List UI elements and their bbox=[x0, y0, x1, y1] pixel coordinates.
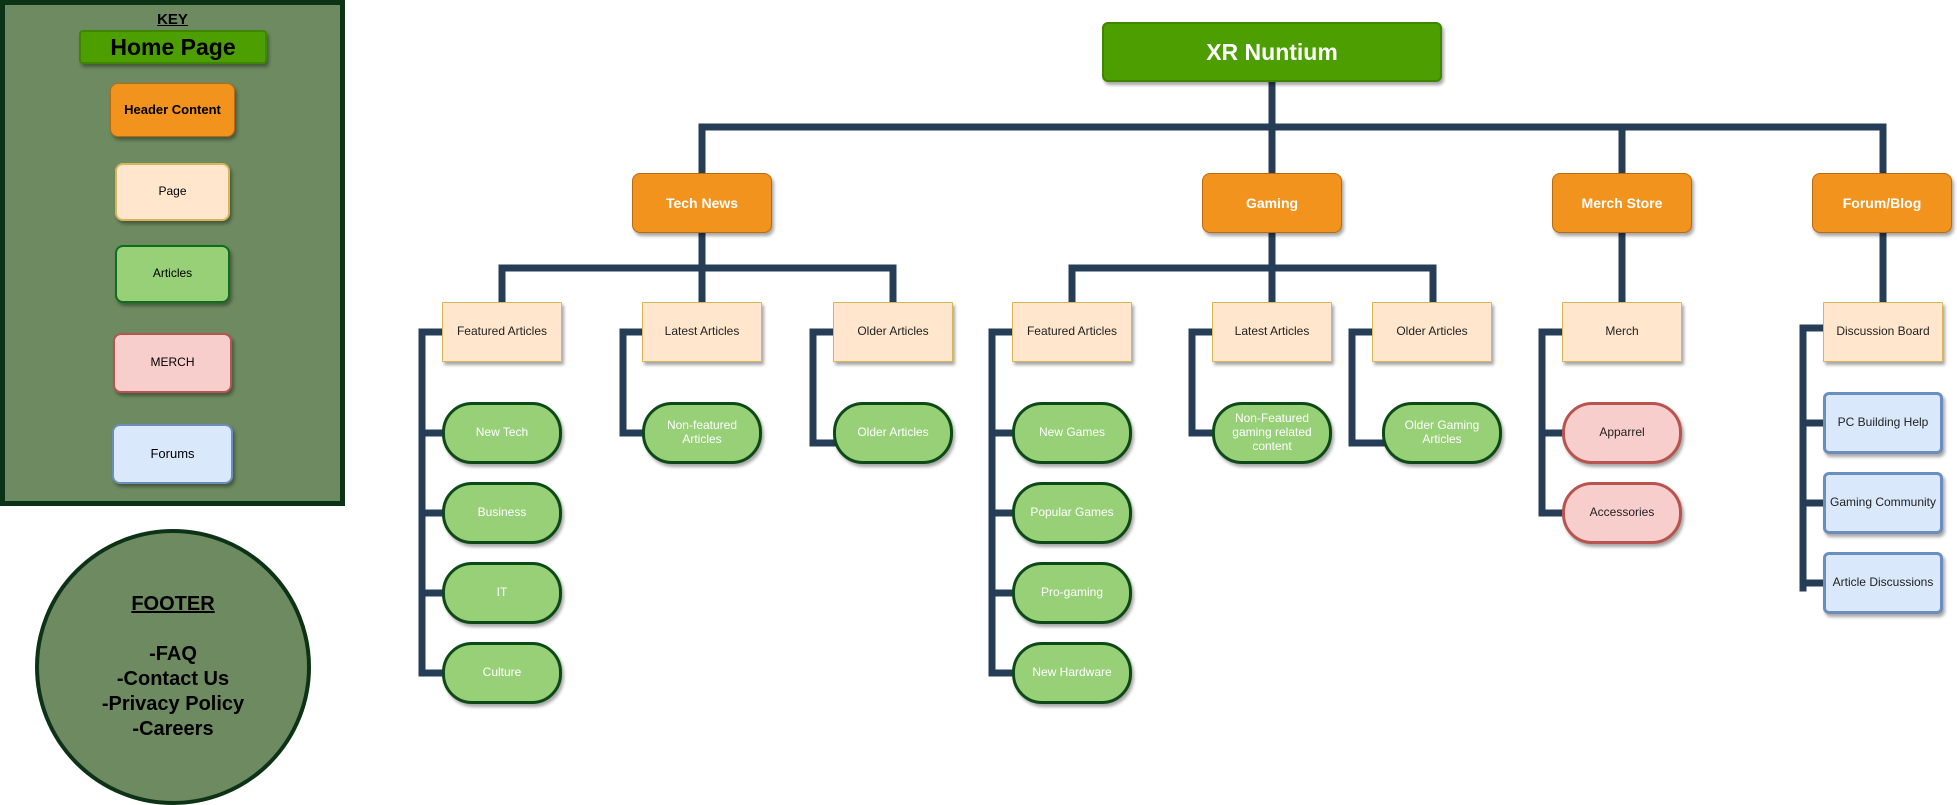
key-title: KEY bbox=[157, 11, 188, 28]
connector-gaming-older-children bbox=[1348, 328, 1386, 447]
connector-merch-children bbox=[1538, 328, 1566, 517]
connector-gaming-featured-children bbox=[988, 328, 1016, 677]
article-older-gaming: Older Gaming Articles bbox=[1382, 402, 1502, 464]
connector-tech-older-children bbox=[809, 328, 837, 447]
forum-gaming-community: Gaming Community bbox=[1823, 472, 1943, 534]
section-gaming: Gaming bbox=[1202, 173, 1342, 233]
page-gaming-featured: Featured Articles bbox=[1012, 302, 1132, 362]
root-node: XR Nuntium bbox=[1102, 22, 1442, 82]
section-forum-blog: Forum/Blog bbox=[1812, 173, 1952, 233]
article-non-featured-gaming: Non-Featured gaming related content bbox=[1212, 402, 1332, 464]
page-merch: Merch bbox=[1562, 302, 1682, 362]
article-business: Business bbox=[442, 482, 562, 544]
key-page: Page bbox=[115, 163, 230, 221]
key-forums: Forums bbox=[112, 424, 233, 484]
page-tech-featured: Featured Articles bbox=[442, 302, 562, 362]
forum-pc-building-help: PC Building Help bbox=[1823, 392, 1943, 454]
article-pro-gaming: Pro-gaming bbox=[1012, 562, 1132, 624]
page-tech-older: Older Articles bbox=[833, 302, 953, 362]
key-articles: Articles bbox=[115, 245, 230, 303]
connector-gaming-pages bbox=[1068, 230, 1437, 306]
footer-item-careers: -Careers bbox=[132, 718, 214, 740]
article-older-articles: Older Articles bbox=[833, 402, 953, 464]
article-popular-games: Popular Games bbox=[1012, 482, 1132, 544]
article-new-tech: New Tech bbox=[442, 402, 562, 464]
connector-discussion-children bbox=[1799, 324, 1827, 592]
key-home-page: Home Page bbox=[79, 30, 267, 64]
page-gaming-latest: Latest Articles bbox=[1212, 302, 1332, 362]
forum-article-discussions: Article Discussions bbox=[1823, 552, 1943, 614]
section-tech-news: Tech News bbox=[632, 173, 772, 233]
footer-circle: FOOTER -FAQ -Contact Us -Privacy Policy … bbox=[35, 529, 311, 805]
footer-item-privacy: -Privacy Policy bbox=[101, 693, 245, 715]
connector-gaming-latest-children bbox=[1188, 328, 1216, 437]
merch-apparrel: Apparrel bbox=[1562, 402, 1682, 464]
merch-accessories: Accessories bbox=[1562, 482, 1682, 544]
footer-item-contact: -Contact Us bbox=[116, 668, 230, 690]
connector-root-sections bbox=[698, 78, 1887, 177]
section-merch-store: Merch Store bbox=[1552, 173, 1692, 233]
article-new-games: New Games bbox=[1012, 402, 1132, 464]
key-merch: MERCH bbox=[113, 333, 232, 393]
connector-technews-pages bbox=[498, 230, 897, 306]
page-gaming-older: Older Articles bbox=[1372, 302, 1492, 362]
article-non-featured: Non-featured Articles bbox=[642, 402, 762, 464]
page-discussion-board: Discussion Board bbox=[1823, 302, 1943, 362]
article-new-hardware: New Hardware bbox=[1012, 642, 1132, 704]
article-culture: Culture bbox=[442, 642, 562, 704]
connector-tech-latest-children bbox=[619, 328, 647, 437]
article-it: IT bbox=[442, 562, 562, 624]
footer-title: FOOTER bbox=[131, 593, 215, 615]
footer-item-faq: -FAQ bbox=[149, 643, 197, 665]
connector-tech-featured-children bbox=[418, 328, 446, 677]
page-tech-latest: Latest Articles bbox=[642, 302, 762, 362]
key-header-content: Header Content bbox=[110, 83, 235, 137]
